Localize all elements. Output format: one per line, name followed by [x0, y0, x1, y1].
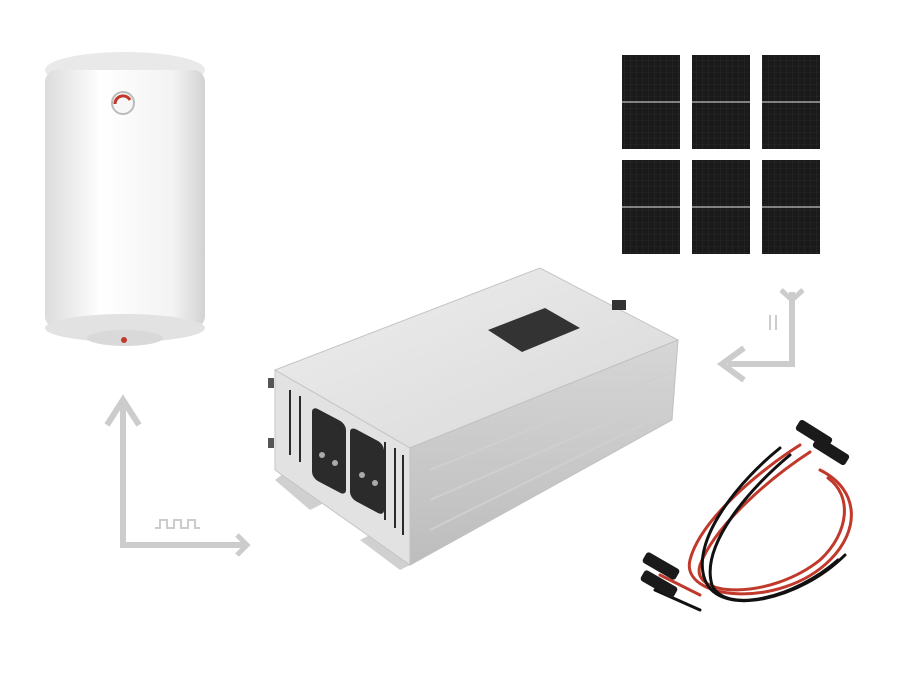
vent-grille — [289, 390, 404, 535]
ground-screw — [268, 438, 274, 448]
gauge-arc — [113, 94, 132, 105]
solar-cables — [653, 443, 853, 612]
ground-screw — [268, 378, 274, 388]
solar-panel-array — [622, 55, 820, 254]
ac-arrow-icon — [104, 394, 251, 557]
heater-body — [45, 70, 205, 328]
indicator-light — [121, 337, 127, 343]
ac-socket — [312, 408, 346, 494]
heater-bottom — [45, 314, 205, 342]
dc-arrow-icon — [716, 288, 805, 383]
mc4-connector-icon — [640, 419, 850, 598]
dc-connector — [612, 300, 626, 310]
water-heater — [45, 52, 205, 346]
label-plate — [488, 308, 580, 352]
inverter — [268, 267, 680, 570]
ac-socket — [350, 428, 384, 514]
